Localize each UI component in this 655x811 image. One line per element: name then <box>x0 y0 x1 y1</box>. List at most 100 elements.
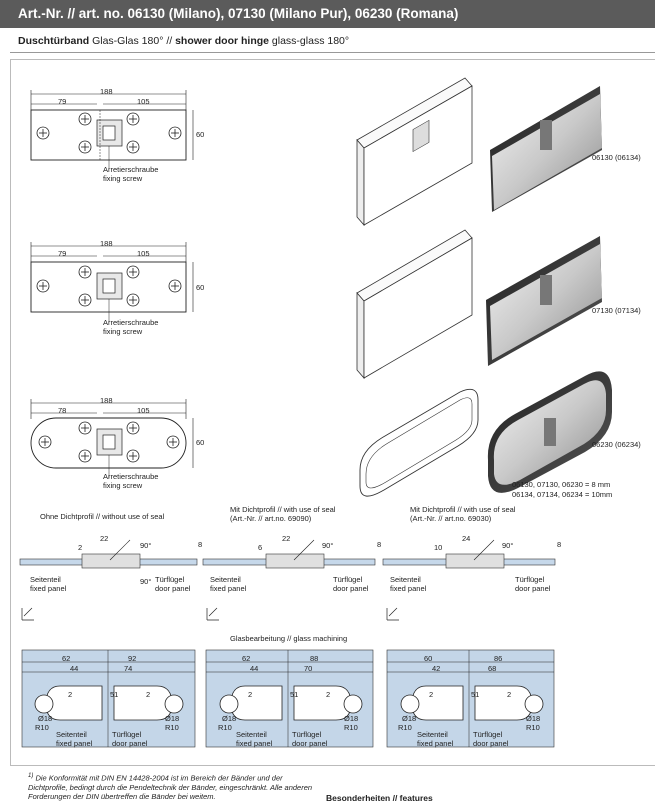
seal1-width: 22 <box>100 534 109 543</box>
seal1-angle: 90° <box>140 541 152 550</box>
m3-r-r: R10 <box>526 723 540 732</box>
m1-a: 62 <box>62 654 71 663</box>
title-bar: Art.-Nr. // art. no. 06130 (Milano), 071… <box>0 0 655 28</box>
m3-dia-l: Ø18 <box>402 714 417 723</box>
seal3-glass: 8 <box>557 540 562 549</box>
seal2-title: Mit Dichtprofil // with use of seal <box>230 505 336 514</box>
seal1-door-en: door panel <box>155 584 191 593</box>
m1-g: 2 <box>146 690 151 699</box>
m3-r-l: R10 <box>398 723 412 732</box>
m3-e: 2 <box>429 690 434 699</box>
footnote-mark: 1) <box>28 773 34 779</box>
seal3-fixed-en: fixed panel <box>390 584 427 593</box>
photo-07130-outline <box>356 229 473 380</box>
seal1-angle2: 90° <box>140 577 152 586</box>
drawing-06230 <box>30 399 194 478</box>
d2-dim-right: 105 <box>137 249 150 258</box>
photo-07130-solid <box>486 236 602 366</box>
m1-door-de: Türflügel <box>112 730 142 739</box>
photo-06230-outline <box>359 388 479 497</box>
m1-fixed-en: fixed panel <box>56 739 93 748</box>
page-title: Art.-Nr. // art. no. 06130 (Milano), 071… <box>18 6 459 21</box>
d2-label-en: fixing screw <box>103 327 143 336</box>
m2-e: 2 <box>248 690 253 699</box>
m1-door-en: door panel <box>112 739 148 748</box>
m1-f: 51 <box>110 690 119 699</box>
machining-views <box>21 649 555 748</box>
m3-door-de: Türflügel <box>473 730 503 739</box>
seal3-title: Mit Dichtprofil // with use of seal <box>410 505 516 514</box>
d3-dim-left: 78 <box>58 406 67 415</box>
d3-dim-height: 60 <box>196 438 205 447</box>
seal3-angle: 90° <box>502 541 514 550</box>
seal1-gap: 2 <box>78 543 83 552</box>
seal3-title2: (Art.-Nr. // art.no. 69030) <box>410 514 492 523</box>
m2-door-de: Türflügel <box>292 730 322 739</box>
d2-dim-height: 60 <box>196 283 205 292</box>
d3-dim-right: 105 <box>137 406 150 415</box>
photo-06130-outline <box>356 77 473 227</box>
features-heading: Besonderheiten // features <box>326 793 433 803</box>
m1-b: 44 <box>70 664 79 673</box>
m1-e: 2 <box>68 690 73 699</box>
machining-title: Glasbearbeitung // glass machining <box>230 634 348 643</box>
d2-caption: 07130 (07134) <box>592 306 641 315</box>
photo-06130-solid <box>490 86 602 212</box>
m3-g: 2 <box>507 690 512 699</box>
seal2-door-de: Türflügel <box>333 575 363 584</box>
m2-r-l: R10 <box>218 723 232 732</box>
subtitle-product-en: shower door hinge <box>175 35 269 47</box>
m2-fixed-de: Seitenteil <box>236 730 267 739</box>
drawing-06130 <box>30 90 194 168</box>
seal1-fixed-de: Seitenteil <box>30 575 61 584</box>
d1-caption: 06130 (06134) <box>592 153 641 162</box>
thickness-8mm: 06130, 07130, 06230 = 8 mm <box>512 480 611 489</box>
seal2-angle: 90° <box>322 541 334 550</box>
d1-dim-right: 105 <box>137 97 150 106</box>
m2-c: 88 <box>310 654 319 663</box>
m2-door-en: door panel <box>292 739 328 748</box>
seal3-gap: 10 <box>434 543 443 552</box>
d3-dim-total: 188 <box>100 396 113 405</box>
m1-d: 74 <box>124 664 133 673</box>
d1-label-en: fixing screw <box>103 174 143 183</box>
m1-dia-r: Ø18 <box>165 714 180 723</box>
m2-dia-l: Ø18 <box>222 714 237 723</box>
seal1-title: Ohne Dichtprofil // without use of seal <box>40 512 165 521</box>
seal1-door-de: Türflügel <box>155 575 185 584</box>
m2-r-r: R10 <box>344 723 358 732</box>
page-subtitle: Duschtürband Glas-Glas 180° // shower do… <box>18 35 349 47</box>
seal3-door-en: door panel <box>515 584 551 593</box>
m3-fixed-en: fixed panel <box>417 739 454 748</box>
m3-dia-r: Ø18 <box>526 714 541 723</box>
seal2-title2: (Art.-Nr. // art.no. 69090) <box>230 514 312 523</box>
m2-d: 70 <box>304 664 313 673</box>
m3-b: 42 <box>432 664 441 673</box>
photo-06230-solid <box>487 371 612 493</box>
drawing-07130 <box>30 242 194 322</box>
m2-g: 2 <box>326 690 331 699</box>
seal2-fixed-de: Seitenteil <box>210 575 241 584</box>
m2-a: 62 <box>242 654 251 663</box>
m3-a: 60 <box>424 654 433 663</box>
m2-b: 44 <box>250 664 259 673</box>
m2-fixed-en: fixed panel <box>236 739 273 748</box>
m1-r-r: R10 <box>165 723 179 732</box>
m3-fixed-de: Seitenteil <box>417 730 448 739</box>
d2-dim-left: 79 <box>58 249 67 258</box>
m1-fixed-de: Seitenteil <box>56 730 87 739</box>
m1-dia-l: Ø18 <box>38 714 53 723</box>
subtitle-product-de: Duschtürband <box>18 35 90 47</box>
m3-c: 86 <box>494 654 503 663</box>
m3-door-en: door panel <box>473 739 509 748</box>
seal2-gap: 6 <box>258 543 263 552</box>
seal2-width: 22 <box>282 534 291 543</box>
seal2-fixed-en: fixed panel <box>210 584 247 593</box>
m2-dia-r: Ø18 <box>344 714 359 723</box>
d1-dim-left: 79 <box>58 97 67 106</box>
d3-caption: 06230 (06234) <box>592 440 641 449</box>
subtitle-divider <box>10 52 655 53</box>
d1-dim-total: 188 <box>100 87 113 96</box>
d3-label-de: Arretierschraube <box>103 472 159 481</box>
